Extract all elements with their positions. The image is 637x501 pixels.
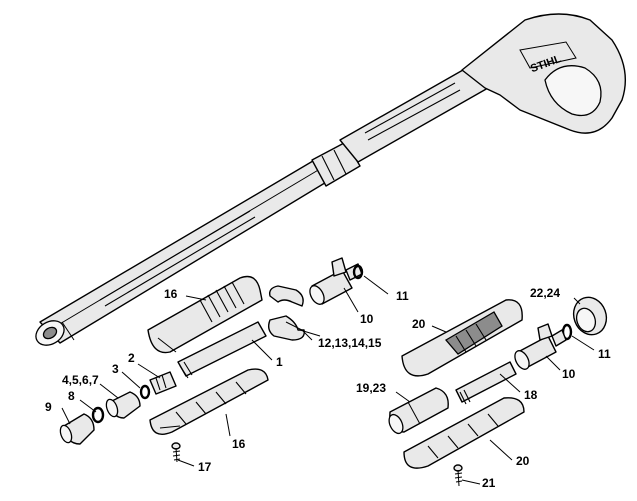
upper-shell-16 (147, 275, 263, 354)
callout-4-5-6-7-nozzle: 4,5,6,7 (62, 373, 99, 387)
spray-gun-assembly: STIHL (35, 13, 627, 346)
nozzle-cap-9 (59, 413, 95, 445)
callout-16-upper-shell: 16 (164, 287, 178, 301)
callout-17-screw: 17 (198, 460, 212, 474)
trigger-guard-opening (544, 65, 602, 117)
upper-shell-20 (401, 299, 523, 377)
leader-lines (61, 275, 595, 485)
callout-21-screw: 21 (482, 476, 496, 490)
callout-10-connector-right: 10 (562, 367, 576, 381)
o-ring-8 (91, 406, 105, 424)
nozzle-4-7 (105, 391, 141, 419)
callout-16-lower-shell: 16 (232, 437, 246, 451)
inner-tube-18 (455, 361, 517, 405)
lower-shell-20 (403, 397, 525, 469)
screw-21 (453, 464, 463, 487)
callout-1-tube: 1 (276, 355, 283, 369)
callout-2-nipple: 2 (128, 351, 135, 365)
inner-tube-1 (177, 321, 267, 379)
callout-8-o-ring: 8 (68, 389, 75, 403)
callout-11-o-ring-right: 11 (598, 347, 611, 361)
callout-20-lower-shell: 20 (516, 454, 530, 468)
adapter-19-23 (388, 387, 449, 435)
callout-19-23-adapter: 19,23 (356, 381, 387, 395)
callout-11-o-ring-left: 11 (396, 289, 409, 303)
lance-coupling-collar (311, 141, 361, 187)
o-ring-11a (352, 264, 364, 280)
connector-fitting-10a (309, 257, 363, 305)
callout-3-o-ring: 3 (112, 362, 119, 376)
screw-17 (171, 442, 181, 463)
callout-9-cap: 9 (45, 400, 52, 414)
connector-fitting-10b (514, 323, 567, 370)
callout-18-tube: 18 (524, 388, 538, 402)
threaded-nipple-2 (149, 371, 177, 395)
callout-22-24-ring: 22,24 (530, 286, 561, 300)
ring-22-24 (572, 296, 608, 336)
lower-shell-16 (149, 368, 269, 435)
callout-10-connector-left: 10 (360, 312, 374, 326)
gun-barrel (339, 65, 489, 163)
clamp-halves-12-15 (267, 285, 305, 341)
callout-20-upper-shell: 20 (412, 317, 426, 331)
o-ring-3 (139, 384, 151, 400)
callout-12-13-14-15-clamps: 12,13,14,15 (318, 336, 382, 350)
gun-handle (461, 13, 627, 134)
